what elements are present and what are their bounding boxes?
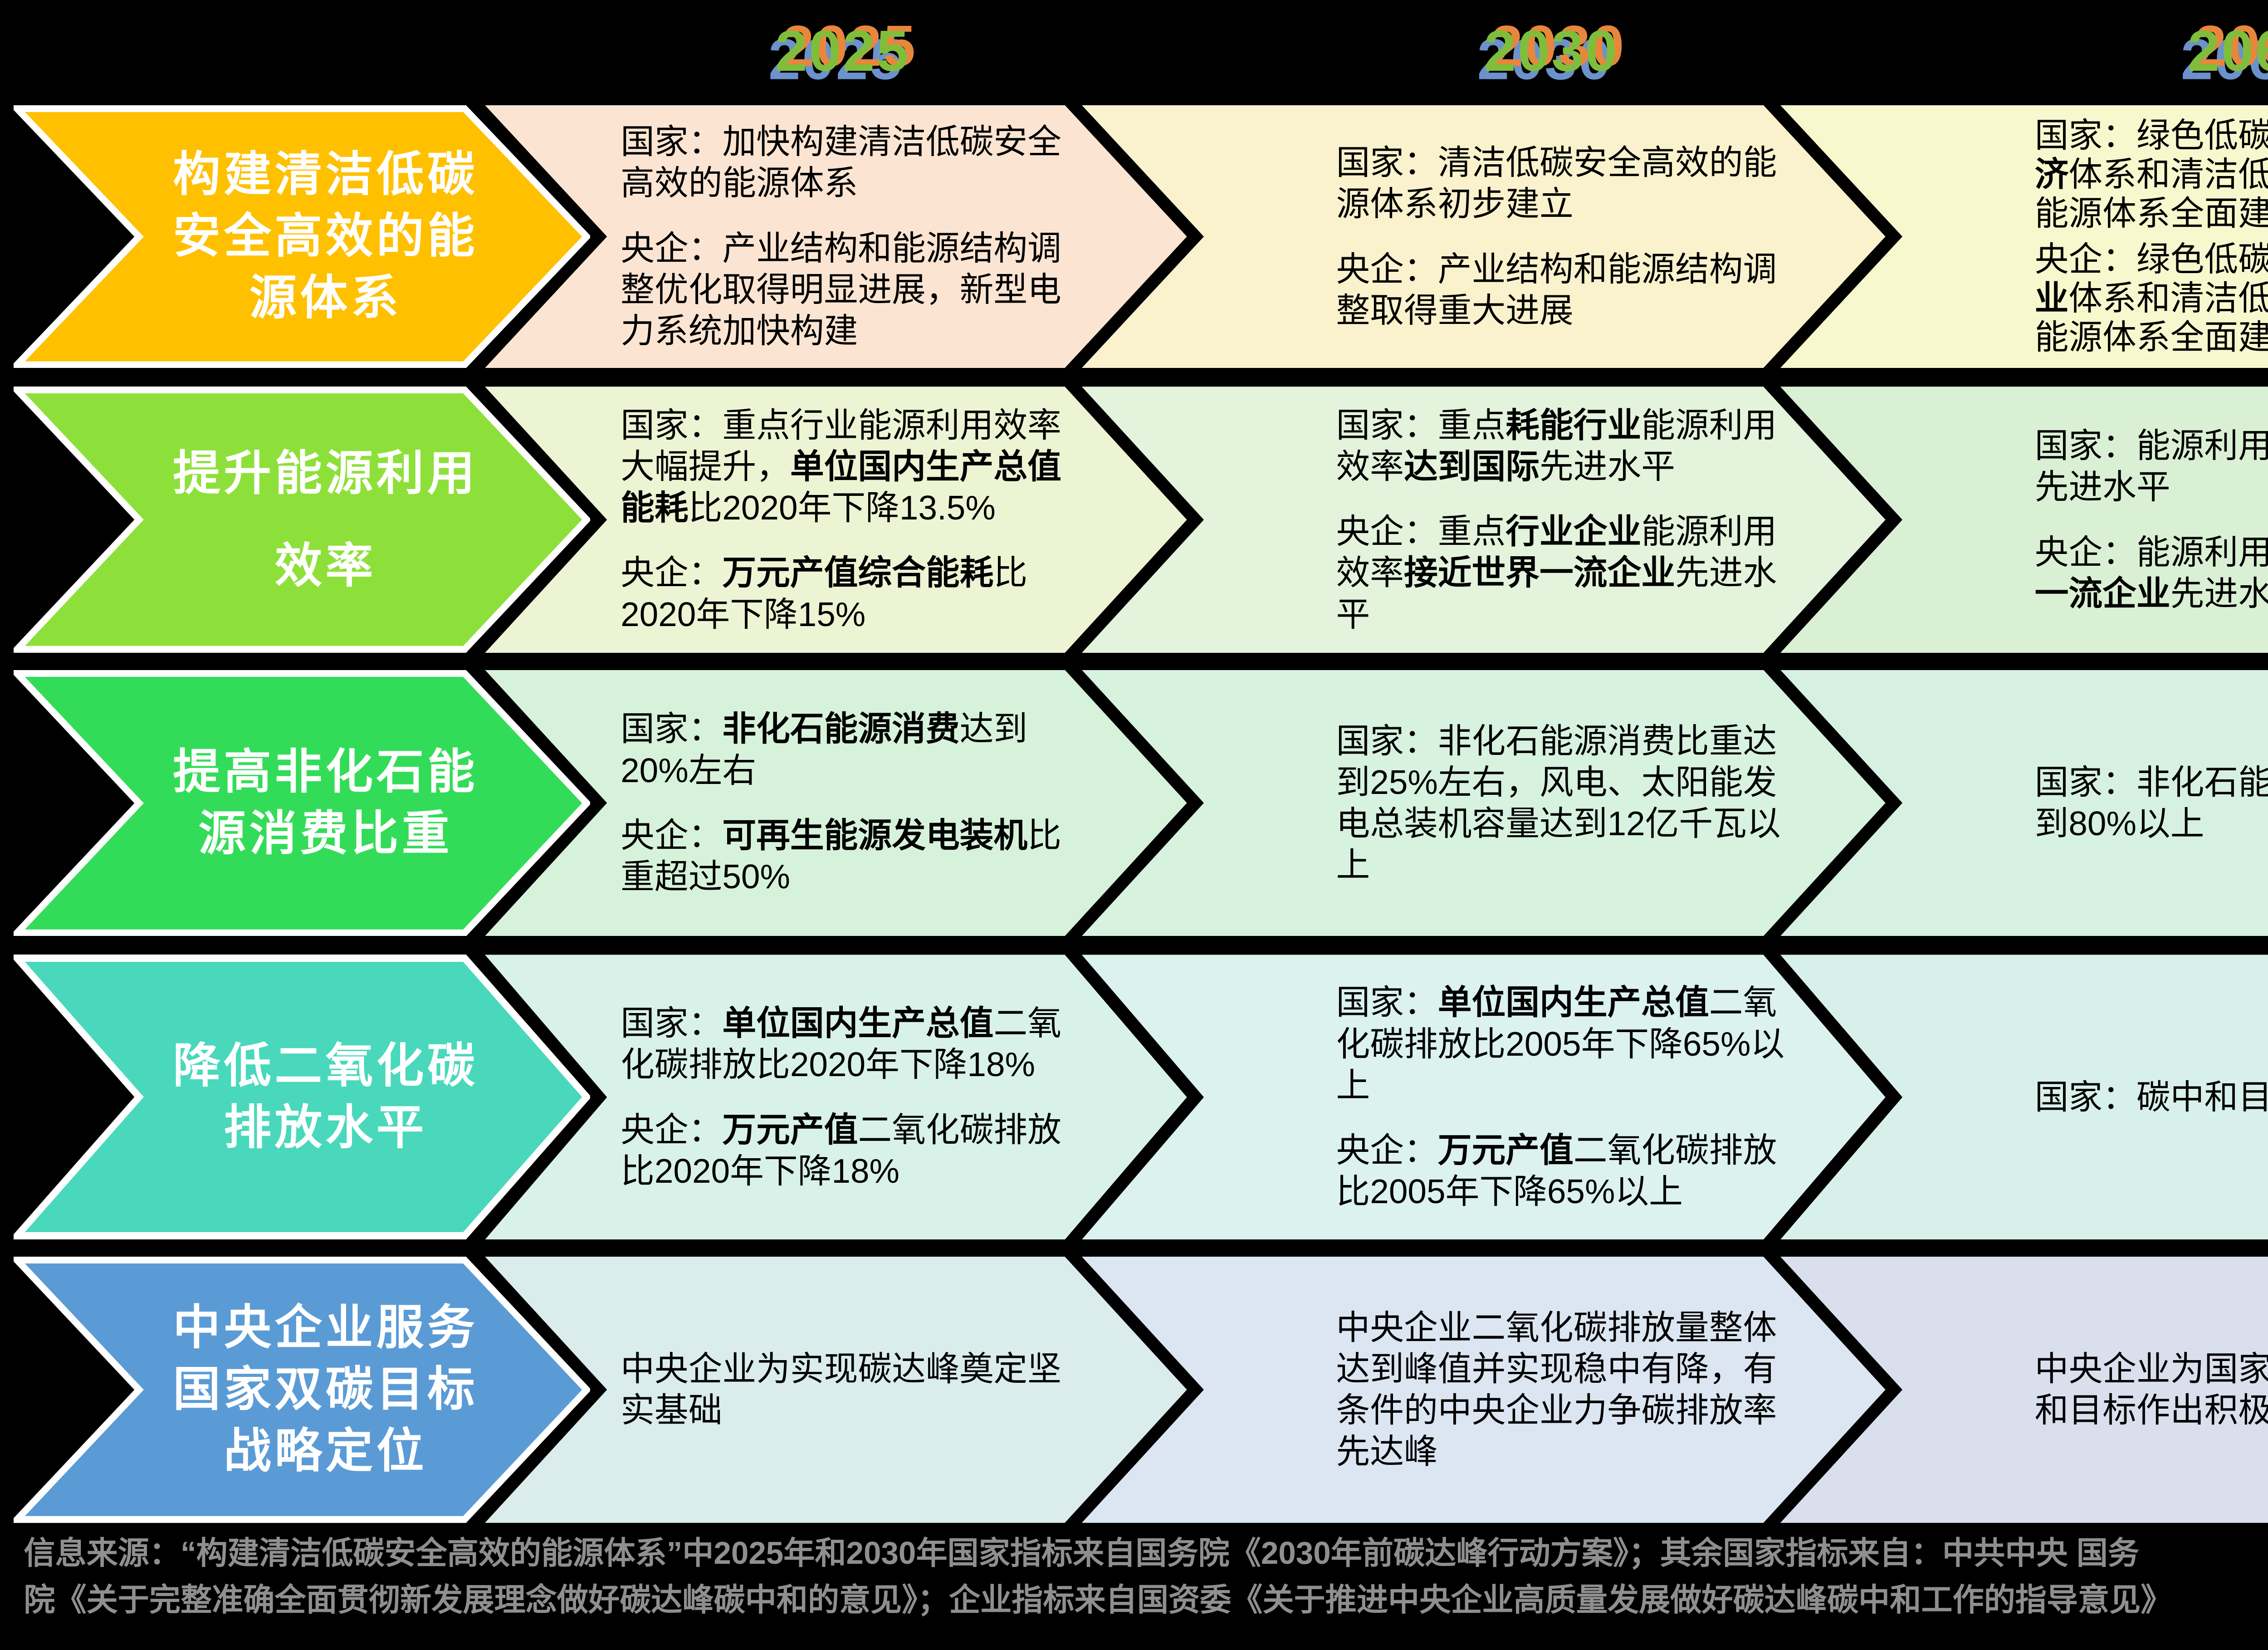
cell-paragraph: 央企：重点行业企业能源利用效率接近世界一流企业先进水平 (1336, 512, 1777, 633)
cell-2025: 国家：单位国内生产总值二氧化碳排放比2020年下降18% 央企：万元产值二氧化碳… (485, 955, 1187, 1239)
cell-2025: 国家：非化石能源消费达到20%左右 央企：可再生能源发电装机比重超过50% (485, 670, 1187, 936)
cell-paragraph: 央企：产业结构和能源结构调整取得重大进展 (1336, 250, 1777, 329)
cell-paragraph: 国家：碳中和目标顺利实现 (2034, 1077, 2239, 1116)
row-label-arrow: 提高非化石能源消费比重 (13, 670, 590, 936)
row-label: 提高非化石能源消费比重 (173, 745, 479, 860)
year-header-2025: 2025 (775, 19, 910, 83)
cell-paragraph: 国家：加快构建清洁低碳安全高效的能源体系 (621, 122, 1061, 202)
cell-paragraph: 国家：重点行业能源利用效率大幅提升，单位国内生产总值能耗比2020年下降13.5… (621, 406, 1061, 527)
source-note: 信息来源：“构建清洁低碳安全高效的能源体系”中2025年和2030年国家指标来自… (24, 1535, 2172, 1618)
cell-paragraph: 国家：重点耗能行业能源利用效率达到国际先进水平 (1336, 406, 1777, 485)
cell-paragraph: 央企：万元产值二氧化碳排放比2005年下降65%以上 (1336, 1131, 1777, 1211)
year-header-2030: 2030 (1484, 19, 1619, 83)
cell-paragraph: 央企：万元产值综合能耗比2020年下降15% (621, 553, 1028, 633)
timeline-row-soe-strategic-role: 中央企业服务国家双碳目标战略定位 中央企业为实现碳达峰奠定坚实基础 中央企业二氧… (0, 1256, 2268, 1523)
row-label-arrow: 降低二氧化碳排放水平 (13, 955, 590, 1240)
cell-paragraph: 国家：非化石能源消费达到20%左右 (621, 710, 1028, 789)
cell-paragraph: 央企：产业结构和能源结构调整优化取得明显进展，新型电力系统加快构建 (621, 229, 1061, 350)
cell-paragraph: 国家：单位国内生产总值二氧化碳排放比2020年下降18% (621, 1004, 1061, 1084)
cell-paragraph: 国家：非化石能源消费比重达到80%以上 (2034, 763, 2239, 842)
timeline-row-energy-system: 构建清洁低碳安全高效的能源体系 国家：加快构建清洁低碳安全高效的能源体系 央企：… (0, 105, 2268, 368)
row-label: 降低二氧化碳排放水平 (173, 1039, 479, 1155)
chevron-shape (13, 387, 590, 653)
row-label-arrow: 提升能源利用效率 (13, 387, 590, 653)
chevron-shape (13, 1256, 590, 1523)
chevron-polygon (13, 955, 590, 1240)
cell-paragraph: 中央企业为实现碳达峰奠定坚实基础 (621, 1350, 1061, 1430)
cell-2025: 中央企业为实现碳达峰奠定坚实基础 (485, 1257, 1187, 1523)
row-label: 提升能源利用效率 (173, 446, 479, 592)
timeline-row-nonfossil-share: 提高非化石能源消费比重 国家：非化石能源消费达到20%左右 央企：可再生能源发电… (0, 670, 2268, 936)
timeline-row-energy-efficiency: 提升能源利用效率 国家：重点行业能源利用效率大幅提升，单位国内生产总值能耗比20… (0, 387, 2268, 653)
cell-paragraph: 央企：万元产值二氧化碳排放比2020年下降18% (621, 1110, 1061, 1190)
row-label-arrow: 中央企业服务国家双碳目标战略定位 (13, 1256, 590, 1523)
cell-paragraph: 央企：可再生能源发电装机比重超过50% (621, 816, 1061, 896)
chevron-polygon (13, 670, 590, 936)
chevron-shape (13, 105, 590, 368)
cell-paragraph: 央企：绿色低碳循环发展的产业体系和清洁低碳安全高效的能源体系全面建立 (2034, 240, 2239, 356)
cell-2025: 国家：加快构建清洁低碳安全高效的能源体系 央企：产业结构和能源结构调整优化取得明… (485, 105, 1187, 368)
cell-2030: 国家：单位国内生产总值二氧化碳排放比2005年下降65%以上 央企：万元产值二氧… (1082, 955, 1886, 1239)
chevron-shape (13, 670, 590, 936)
chevron-polygon (13, 105, 590, 368)
cell-2030: 国家：重点耗能行业能源利用效率达到国际先进水平 央企：重点行业企业能源利用效率接… (1082, 387, 1886, 653)
year-header-2060: 2060 (2187, 19, 2268, 83)
cell-paragraph: 央企：能源利用效率达到世界一流企业先进水平 (2034, 533, 2239, 613)
row-label: 构建清洁低碳安全高效的能源体系 (173, 148, 479, 325)
cell-paragraph: 国家：单位国内生产总值二氧化碳排放比2005年下降65%以上 (1336, 983, 1785, 1104)
cell-2030: 国家：非化石能源消费比重达到25%左右，风电、太阳能发电总装机容量达到12亿千瓦… (1082, 670, 1886, 936)
cell-paragraph: 国家：能源利用效率达到国际先进水平 (2034, 426, 2239, 506)
chevron-shape (13, 955, 590, 1240)
cell-2030: 中央企业二氧化碳排放量整体达到峰值并实现稳中有降，有条件的中央企业力争碳排放率先… (1082, 1257, 1886, 1523)
cell-paragraph: 中央企业二氧化碳排放量整体达到峰值并实现稳中有降，有条件的中央企业力争碳排放率先… (1336, 1308, 1777, 1471)
chevron-polygon (13, 1256, 590, 1523)
cell-paragraph: 国家：绿色低碳循环发展的经济体系和清洁低碳安全高效的能源体系全面建立 (2034, 116, 2239, 232)
cell-paragraph: 中央企业为国家顺利实现碳中和目标作出积极贡献 (2034, 1350, 2239, 1430)
row-label: 中央企业服务国家双碳目标战略定位 (173, 1301, 479, 1478)
cell-2030: 国家：清洁低碳安全高效的能源体系初步建立 央企：产业结构和能源结构调整取得重大进… (1082, 105, 1886, 368)
chevron-polygon (13, 387, 590, 653)
cell-paragraph: 国家：清洁低碳安全高效的能源体系初步建立 (1336, 143, 1777, 223)
cell-2025: 国家：重点行业能源利用效率大幅提升，单位国内生产总值能耗比2020年下降13.5… (485, 387, 1187, 653)
timeline-row-co2-reduction: 降低二氧化碳排放水平 国家：单位国内生产总值二氧化碳排放比2020年下降18% … (0, 955, 2268, 1240)
row-label-arrow: 构建清洁低碳安全高效的能源体系 (13, 105, 590, 368)
cell-paragraph: 国家：非化石能源消费比重达到25%左右，风电、太阳能发电总装机容量达到12亿千瓦… (1336, 721, 1781, 884)
